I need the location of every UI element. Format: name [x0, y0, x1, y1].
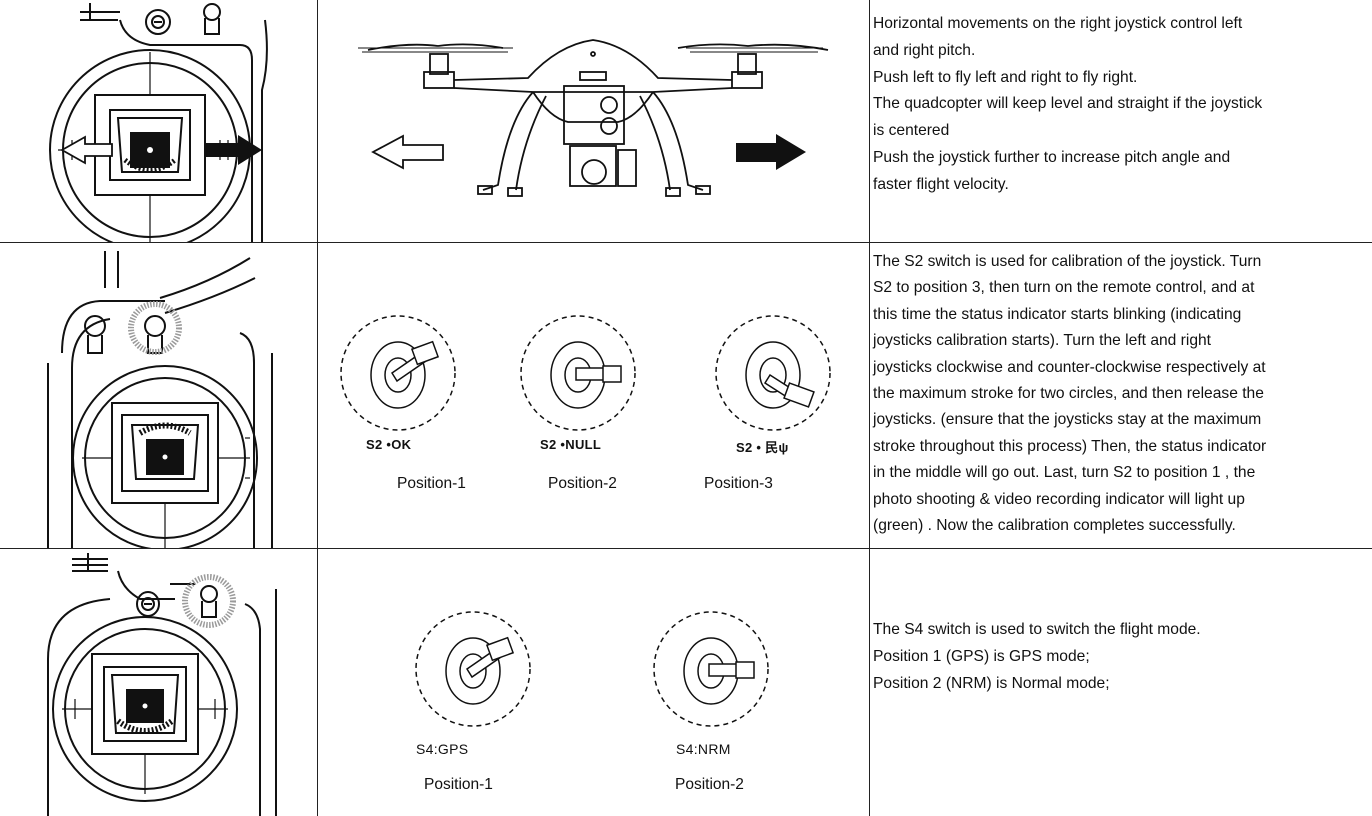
switch-label-s4-nrm: S4:NRM — [676, 741, 731, 757]
s2-switch-location-illustration — [0, 243, 317, 548]
description-line: joysticks. (ensure that the joysticks st… — [873, 411, 1262, 429]
row-divider — [0, 548, 1372, 549]
description-line: joysticks clockwise and counter-clockwis… — [873, 358, 1266, 376]
description-line: Position 1 (GPS) is GPS mode; — [873, 648, 1090, 665]
row-divider — [0, 242, 1372, 243]
switch-label-s2-null: S2 •NULL — [540, 437, 602, 452]
s4-switch-location-illustration — [0, 549, 317, 816]
position-label: Position-2 — [548, 475, 617, 492]
quadcopter-illustration — [318, 0, 869, 242]
description-line: is centered — [873, 122, 950, 140]
description-line: The S2 switch is used for calibration of… — [873, 253, 1262, 270]
switch-label-s2-landing: S2 • ⺠ψ — [736, 440, 789, 455]
description-line: stroke throughout this process) Then, th… — [873, 437, 1267, 455]
description-line: and right pitch. — [873, 41, 976, 59]
position-label: Position-1 — [424, 776, 493, 793]
column-divider — [317, 0, 318, 816]
position-label: Position-1 — [397, 475, 466, 492]
description-line: Push left to fly left and right to fly r… — [873, 68, 1138, 86]
switch-label-s4-gps: S4:GPS — [416, 741, 469, 757]
row3-description: The S4 switch is used to switch the flig… — [870, 616, 1372, 816]
description-line: photo shooting & video recording indicat… — [873, 490, 1245, 508]
description-line: Position 2 (NRM) is Normal mode; — [873, 675, 1110, 692]
description-line: in the middle will go out. Last, turn S2… — [873, 464, 1256, 482]
description-line: The quadcopter will keep level and strai… — [873, 95, 1263, 113]
description-line: The S4 switch is used to switch the flig… — [873, 621, 1201, 638]
description-line: this time the status indicator starts bl… — [873, 305, 1242, 323]
right-joystick-illustration — [0, 0, 317, 242]
description-line: Horizontal movements on the right joysti… — [873, 15, 1243, 32]
row2-description: The S2 switch is used for calibration of… — [870, 249, 1372, 548]
switch-label-s2-ok: S2 •OK — [366, 437, 412, 452]
row1-description: Horizontal movements on the right joysti… — [870, 11, 1372, 242]
s2-switch-positions: S2 •OK S2 •NULL S2 • ⺠ψ Position-1 Posit… — [318, 243, 869, 548]
s4-switch-positions: S4:GPS S4:NRM Position-1 Position-2 — [318, 549, 869, 816]
description-line: faster flight velocity. — [873, 175, 1009, 193]
column-divider — [869, 0, 870, 816]
position-label: Position-2 — [675, 776, 744, 793]
description-line: S2 to position 3, then turn on the remot… — [873, 279, 1255, 297]
description-line: joysticks calibration starts). Turn the … — [873, 332, 1212, 350]
description-line: Push the joystick further to increase pi… — [873, 148, 1231, 166]
description-line: the maximum stroke for two circles, and … — [873, 385, 1264, 403]
position-label: Position-3 — [704, 475, 773, 492]
description-line: (green) . Now the calibration completes … — [873, 517, 1236, 535]
